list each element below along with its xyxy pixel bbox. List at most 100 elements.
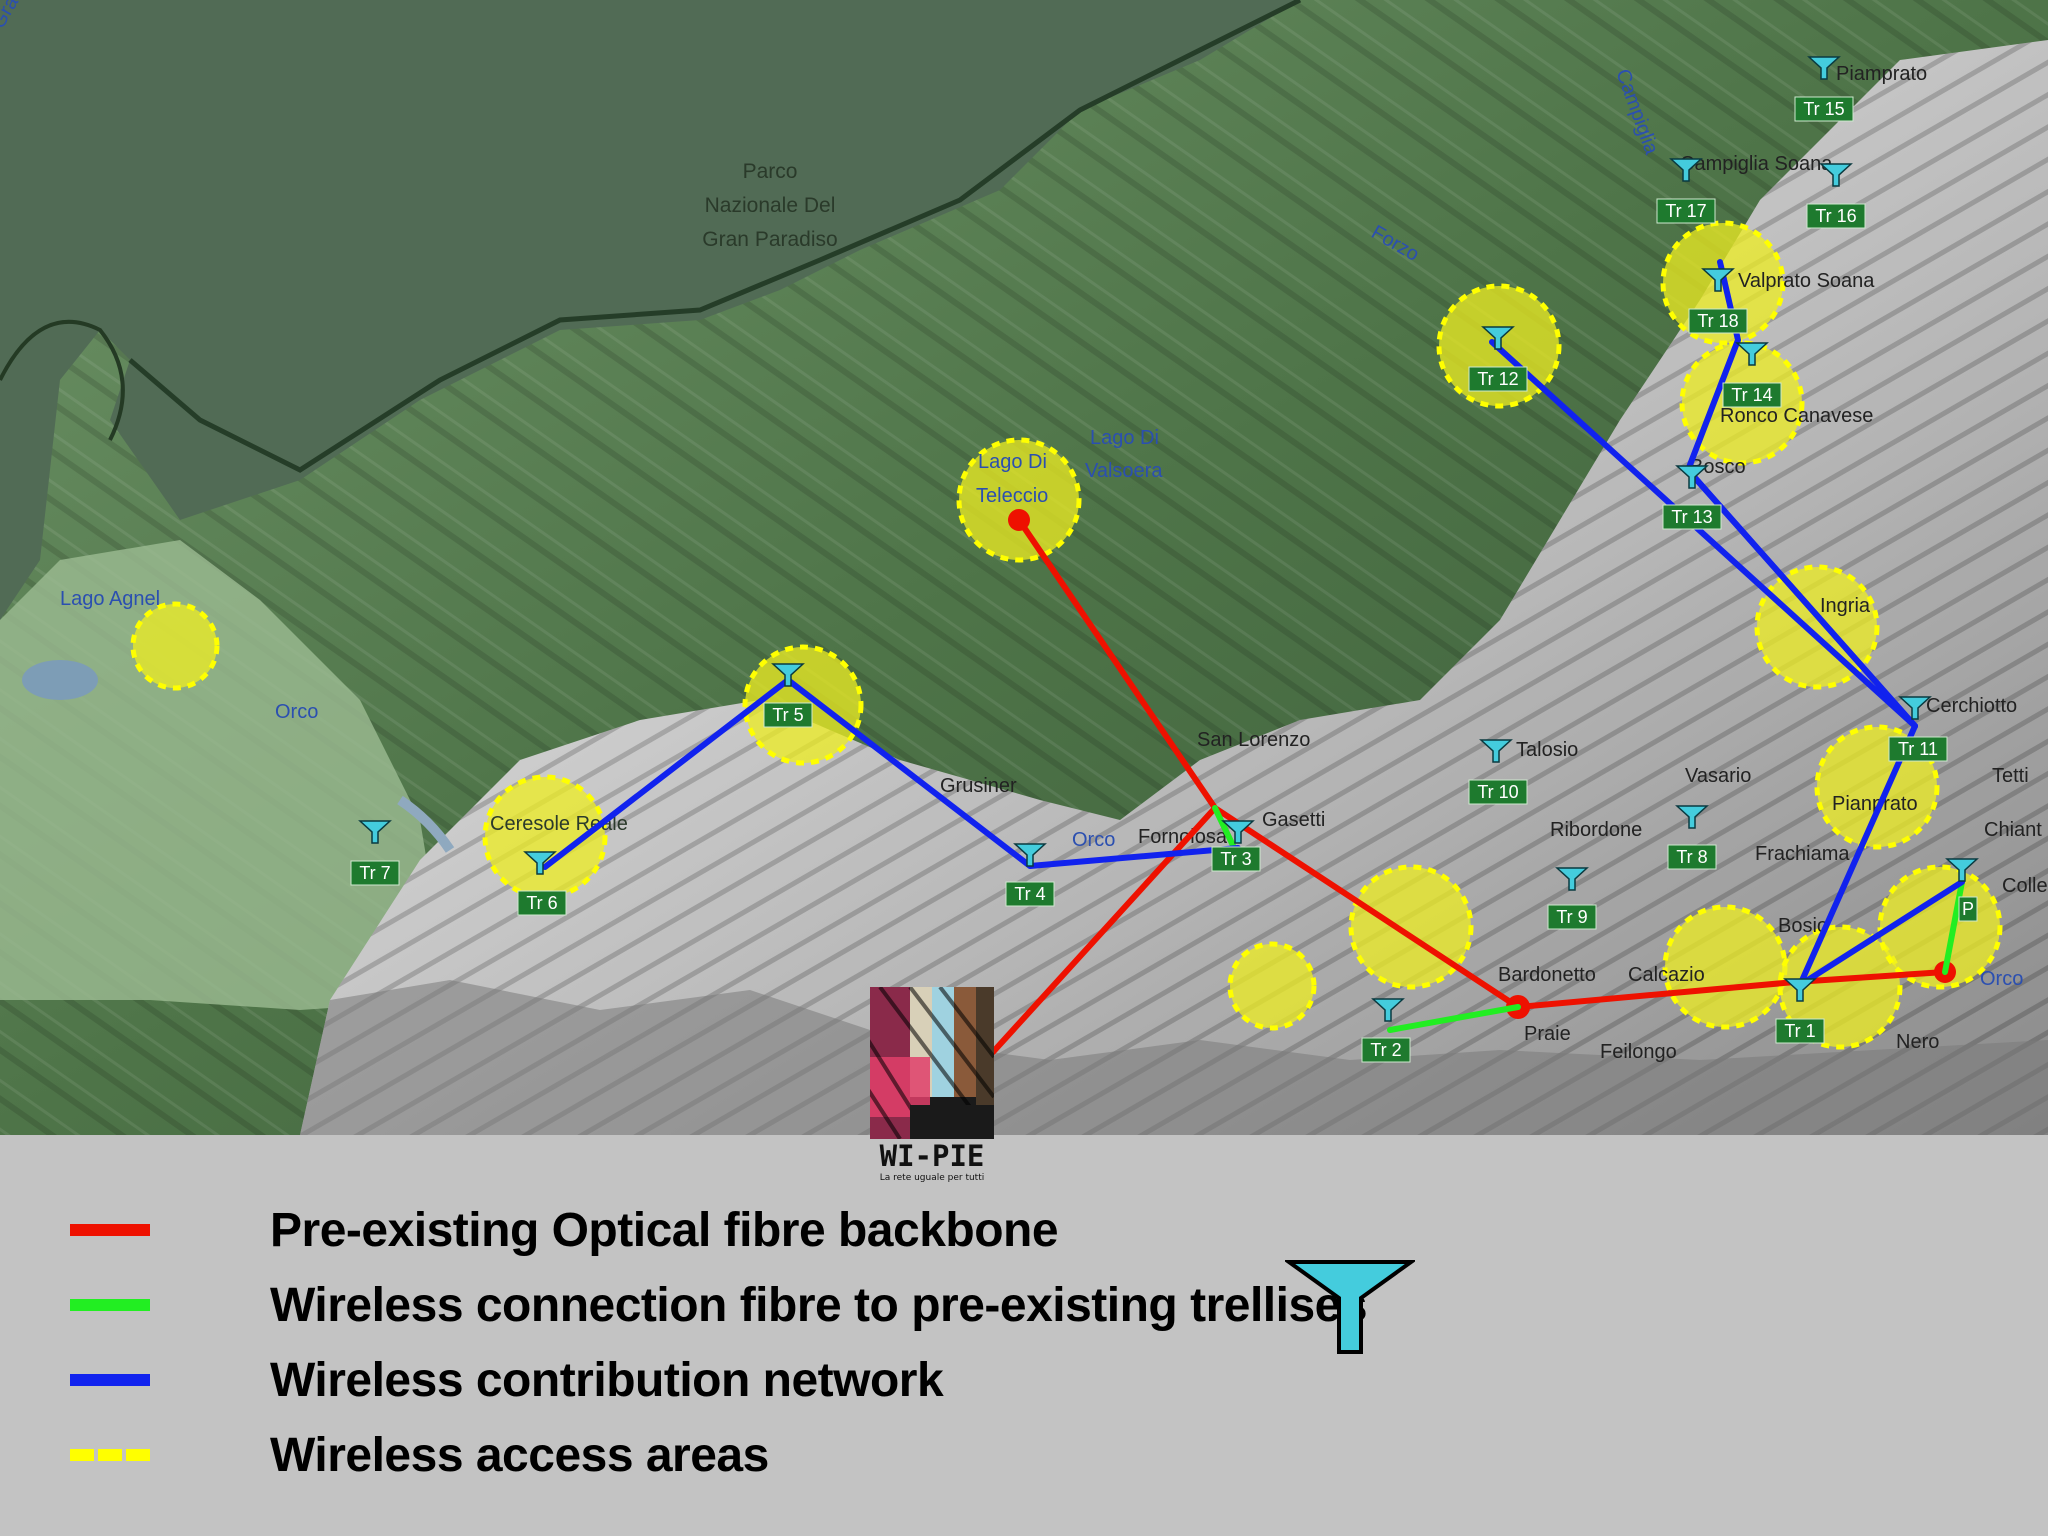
network-map: Parco Nazionale Del Gran Paradiso Lago A… (0, 0, 2048, 1135)
trellis-label: Tr 18 (1697, 311, 1738, 331)
map-label: Talosio (1516, 739, 1578, 761)
map-label: Lago Di (1090, 427, 1159, 449)
legend-item-contribution: Wireless contribution network (70, 1350, 944, 1410)
map-label: Vasario (1685, 765, 1751, 787)
access-area (956, 437, 1082, 563)
map-label: Bardonetto (1498, 964, 1596, 986)
antenna-icon (1675, 805, 1709, 829)
antenna-icon (358, 820, 392, 844)
trellis-marker: Tr 4 (1005, 843, 1055, 907)
trellis-marker: Tr 5 (763, 663, 813, 728)
legend-label: Wireless contribution network (270, 1353, 944, 1407)
map-label: Feilongo (1600, 1041, 1677, 1063)
wipie-logo: WI-PIE La rete uguale per tutti (858, 985, 996, 1195)
legend-label: Pre-existing Optical fibre backbone (270, 1203, 1059, 1257)
map-label: Nero (1896, 1031, 1939, 1053)
map-label: Calcazio (1628, 964, 1705, 986)
map-label: Valprato Soana (1738, 270, 1875, 292)
map-label: Piamprato (1836, 63, 1927, 85)
antenna-icon (1945, 858, 1979, 882)
park-label: Parco Nazionale Del Gran Paradiso (702, 160, 837, 251)
access-area (1754, 564, 1880, 690)
map-label: Bosco (1690, 456, 1746, 478)
trellis-label: Tr 12 (1477, 369, 1518, 389)
fibre-node (1008, 509, 1030, 531)
trellis-marker: Tr 1 (1775, 978, 1825, 1044)
antenna-icon (1481, 326, 1515, 350)
antenna-icon (1555, 867, 1589, 891)
trellis-marker: Tr 10 (1468, 739, 1528, 805)
legend-item-fibre: Pre-existing Optical fibre backbone (70, 1200, 1059, 1260)
trellis-label: Tr 13 (1671, 507, 1712, 527)
antenna-icon (771, 663, 805, 687)
legend-swatch-blue (70, 1374, 150, 1386)
lake (22, 660, 98, 700)
map-label: Chiant (1984, 819, 2042, 841)
trellis-marker: Tr 17 (1656, 158, 1716, 224)
antenna-icon (523, 851, 557, 875)
map-label: Ronco Canavese (1720, 405, 1873, 427)
antenna-icon (1013, 843, 1047, 867)
trellis-marker: Tr 7 (350, 820, 400, 886)
trellis-label: Tr 7 (359, 863, 390, 883)
antenna-icon (1807, 56, 1841, 80)
trellis-marker: Tr 8 (1667, 805, 1717, 870)
map-label: Lago Agnel (60, 588, 160, 610)
legend-label: Wireless connection fibre to pre-existin… (270, 1278, 1368, 1332)
trellis-marker: Tr 18 (1688, 268, 1748, 334)
valley-area (0, 540, 450, 1010)
map-label: Lago Di (978, 451, 1047, 473)
map-label: Grusiner (940, 775, 1017, 797)
trellis-label: Tr 10 (1477, 782, 1518, 802)
trellis-marker: Tr 14 (1722, 342, 1782, 408)
map-label: Teleccio (976, 485, 1048, 507)
trellis-label: Tr 17 (1665, 201, 1706, 221)
access-area (1227, 941, 1317, 1031)
map-label: Orco (1980, 968, 2023, 990)
antenna-icon (1669, 158, 1703, 182)
trellis-marker: Tr 11 (1888, 696, 1948, 762)
map-label: Campiglia Soana (1680, 153, 1833, 175)
map-label: Bosio (1778, 915, 1828, 937)
map-label: Orco (275, 701, 318, 723)
svg-text:Parco: Parco (743, 160, 798, 183)
contribution-network (542, 259, 1965, 988)
wipie-logo-graphic (858, 985, 996, 1141)
trellis-marker: Tr 12 (1468, 326, 1528, 392)
trellis-label: Tr 14 (1731, 385, 1772, 405)
trellis-label: Tr 15 (1803, 99, 1844, 119)
trellis-marker: Tr 3 (1211, 820, 1261, 872)
map-label: San Lorenzo (1197, 729, 1310, 751)
antenna-icon (1819, 163, 1853, 187)
antenna-icon (1735, 342, 1769, 366)
svg-text:Nazionale Del: Nazionale Del (705, 194, 836, 217)
legend-swatch-yellow (70, 1449, 150, 1461)
legend-item-wireless-fibre: Wireless connection fibre to pre-existin… (70, 1275, 1368, 1335)
trellis-label: Tr 4 (1014, 884, 1045, 904)
map-label: Tetti (1992, 765, 2029, 787)
trellis-label: Tr 5 (772, 705, 803, 725)
trellis-marker: Tr 16 (1806, 163, 1866, 229)
antenna-icon (1783, 978, 1817, 1002)
trellis-label: P (1962, 899, 1974, 919)
access-area (1348, 864, 1474, 990)
trellis-marker: Tr 6 (517, 851, 567, 916)
map-label: Valsoera (1085, 460, 1163, 482)
trellis-label: Tr 2 (1370, 1040, 1401, 1060)
trellis-label: Tr 8 (1676, 847, 1707, 867)
map-label: Orco (1072, 829, 1115, 851)
antenna-icon (1371, 998, 1405, 1022)
antenna-icon (1479, 739, 1513, 763)
map-label: Pianprato (1832, 793, 1918, 815)
map-label: Cerchiotto (1926, 695, 2017, 717)
map-label: Fornolosa (1138, 826, 1228, 848)
map-label: Gasetti (1262, 809, 1325, 831)
trellis-marker: Tr 13 (1662, 465, 1722, 530)
trellis-label: Tr 3 (1220, 849, 1251, 869)
trellis-marker: Tr 2 (1361, 998, 1411, 1063)
antenna-icon (1701, 268, 1735, 292)
logo-title: WI-PIE (879, 1139, 985, 1173)
antenna-icon (1675, 465, 1709, 489)
trellis-label: Tr 1 (1784, 1021, 1815, 1041)
map-label: Colle (2002, 875, 2048, 897)
